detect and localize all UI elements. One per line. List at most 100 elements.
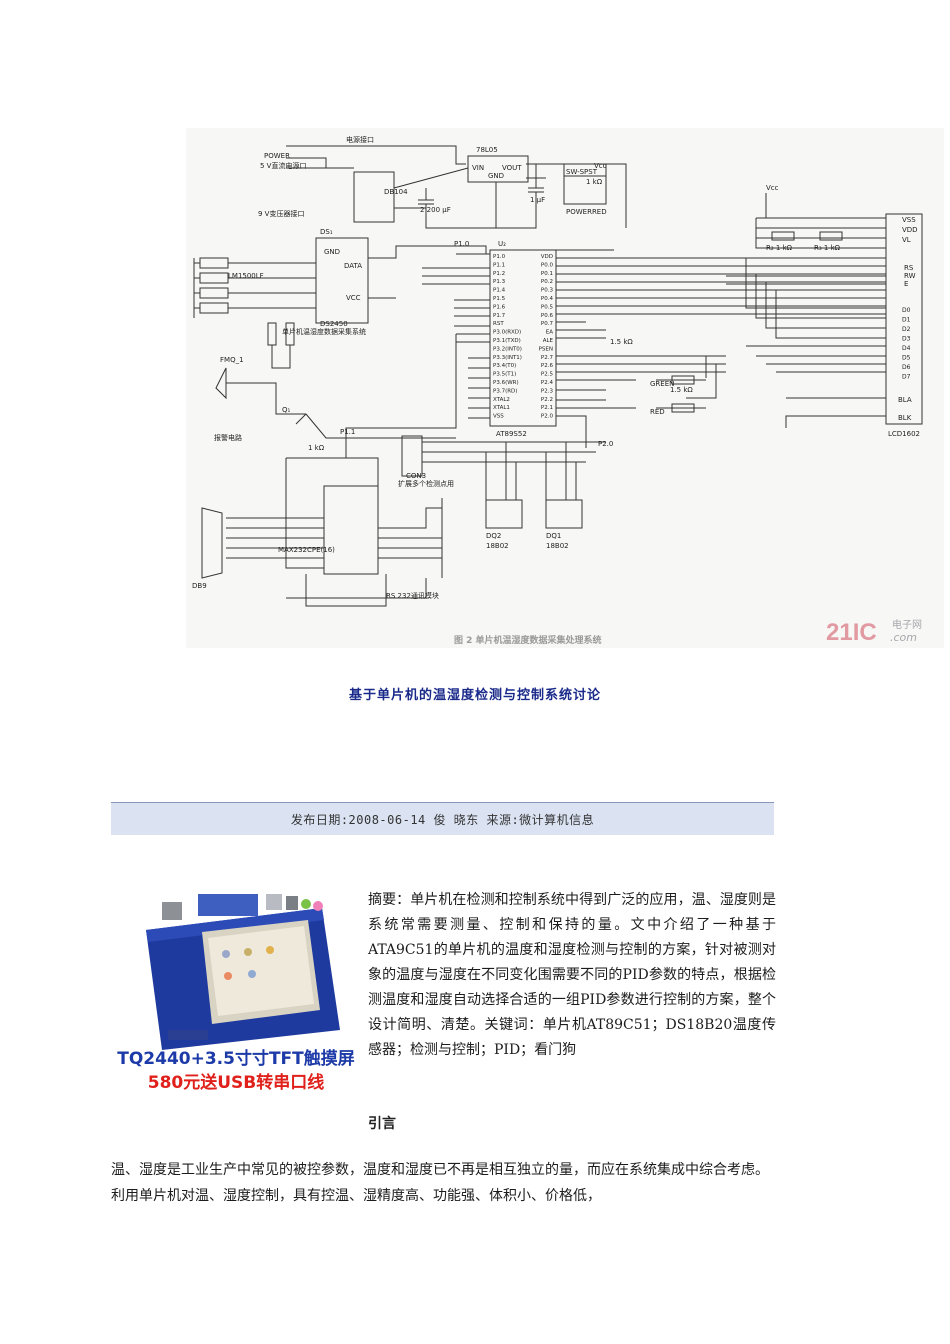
- mcu-right-pin-14: P2.5: [541, 372, 554, 378]
- abstract-text: 摘要：单片机在检测和控制系统中得到广泛的应用，温、湿度则是系统常需要测量、控制和…: [368, 892, 776, 1058]
- intro-paragraph: 温、湿度是工业生产中常见的被控参数，温度和湿度已不再是相互独立的量，而应在系统集…: [111, 1162, 769, 1204]
- lcd-data-pin-3: D3: [902, 336, 911, 343]
- mcu-left-pin-1: P1.1: [493, 262, 505, 268]
- r1k2-label: 1 kΩ: [308, 444, 325, 452]
- mcu-right-pin-1: P0.0: [541, 262, 554, 268]
- mcu-right-pin-8: P0.7: [541, 321, 554, 327]
- mcu-left-pin-6: P1.6: [493, 304, 506, 310]
- u2-label: U₂: [498, 240, 506, 248]
- power-label: POWER: [264, 152, 290, 160]
- watermark-com: .com: [890, 631, 917, 644]
- vss-label: VSS: [902, 216, 916, 224]
- watermark-logo: 21IC: [826, 619, 877, 646]
- mcu-left-pin-15: P3.6(WR): [493, 380, 519, 386]
- bla-label: BLA: [898, 396, 912, 404]
- mcu-right-pin-2: P0.1: [541, 271, 553, 277]
- sensor2-label: 18B02: [486, 542, 509, 550]
- ad-banner[interactable]: TQ2440+3.5寸寸TFT触摸屏 580元送USB转串口线: [108, 880, 364, 1095]
- e-label: E: [904, 280, 908, 288]
- mcu-left-pin-9: P3.0(RXD): [493, 330, 521, 336]
- mcu-left-pin-17: XTAL2: [493, 397, 510, 403]
- rs-label: RS: [904, 264, 914, 272]
- expand-label: 扩展多个检测点用: [398, 479, 454, 488]
- vcc-sw-label: Vcc: [594, 162, 607, 170]
- regulator-label: 78L05: [476, 146, 498, 154]
- green-label: GREEN: [650, 380, 674, 388]
- mcu-right-pin-7: P0.6: [541, 313, 554, 319]
- mcu-left-pin-10: P3.1(TXD): [493, 338, 521, 344]
- dq1-label: DQ1: [546, 532, 561, 540]
- lcd-data-pin-7: D7: [902, 374, 911, 381]
- mcu-left-pin-19: VSS: [493, 414, 504, 420]
- article-title: 基于单片机的温湿度检测与控制系统讨论: [348, 688, 601, 703]
- mcu-right-pin-19: P2.0: [541, 414, 554, 420]
- intro-heading: 引言: [368, 1116, 396, 1132]
- vdd-label: VDD: [902, 226, 918, 234]
- lcd-data-pin-4: D4: [902, 345, 911, 352]
- sensor1-label: 18B02: [546, 542, 569, 550]
- mcu-left-pin-2: P1.2: [493, 271, 505, 277]
- mcu-left-pin-18: XTAL1: [493, 405, 510, 411]
- ad-line1: TQ2440+3.5寸寸TFT触摸屏: [117, 1048, 355, 1069]
- lcd-data-pin-5: D5: [902, 355, 911, 362]
- watermark-cn: 电子网: [892, 618, 922, 631]
- mcu-right-pin-12: P2.7: [541, 355, 554, 361]
- mcu-left-pin-7: P1.7: [493, 313, 506, 319]
- gnd-ds-label: GND: [324, 248, 340, 256]
- ds-label: DS₁: [320, 228, 333, 236]
- mcu-right-pin-15: P2.4: [541, 380, 554, 386]
- ds-desc-label: 单片机温湿度数据采集系统: [282, 327, 366, 336]
- mcu-left-pin-11: P3.2(INT0): [493, 346, 522, 352]
- mcu-right-pin-11: PSEN: [539, 346, 553, 352]
- q1-label: Q₁: [282, 406, 291, 414]
- dq2-label: DQ2: [486, 532, 501, 540]
- dc5v-label: 5 V直流电源口: [260, 161, 306, 170]
- r15k-ea-label: 1.5 kΩ: [610, 338, 633, 346]
- c2200-label: 2 200 μF: [420, 206, 451, 214]
- mcu-left-pin-0: P1.0: [493, 254, 506, 260]
- mcu-right-pin-17: P2.2: [541, 397, 553, 403]
- rw-label: RW: [904, 272, 916, 280]
- blk-label: BLK: [898, 414, 912, 422]
- lcd-data-pin-0: D0: [902, 307, 911, 314]
- mcu-label: AT89S52: [496, 430, 527, 438]
- data-label: DATA: [344, 262, 362, 270]
- gnd-label: GND: [488, 172, 504, 180]
- meta-bar: 发布日期:2008-06-14 俊 晓东 来源:微计算机信息: [111, 802, 774, 835]
- r3-label: R₃ 1 kΩ: [814, 244, 841, 252]
- r15k-label: 1.5 kΩ: [670, 386, 693, 394]
- publish-info: 发布日期:2008-06-14 俊 晓东 来源:微计算机信息: [290, 813, 595, 827]
- mcu-left-pin-16: P3.7(RD): [493, 388, 517, 394]
- ad-line2: 580元送USB转串口线: [148, 1072, 325, 1093]
- mcu-right-pin-6: P0.5: [541, 304, 554, 310]
- mcu-right-pin-10: ALE: [543, 338, 554, 344]
- mcu-right-pin-3: P0.2: [541, 279, 553, 285]
- vout-label: VOUT: [502, 164, 522, 172]
- mcu-right-pin-4: P0.3: [541, 288, 554, 294]
- vin-label: VIN: [472, 164, 484, 172]
- mcu-left-pin-12: P3.3(INT1): [493, 355, 522, 361]
- mcu-left-pin-4: P1.4: [493, 288, 506, 294]
- mcu-right-pin-18: P2.1: [541, 405, 553, 411]
- p1-0-label: P1.0: [454, 240, 469, 248]
- c1uf-label: 1 μF: [530, 196, 545, 204]
- lm-label: LM1500LF: [228, 272, 264, 280]
- max232-label: MAX232CPE(16): [278, 546, 335, 554]
- vcc-ds-label: VCC: [346, 294, 361, 302]
- mcu-left-pin-14: P3.5(T1): [493, 372, 516, 378]
- mcu-right-pin-0: VDD: [541, 254, 553, 260]
- alarm-label: 报警电路: [214, 433, 242, 442]
- lcd-data-pin-6: D6: [902, 364, 911, 371]
- mcu-right-pin-5: P0.4: [541, 296, 554, 302]
- p1-1-label: P1.1: [340, 428, 355, 436]
- rs232-label: RS 232通讯模块: [386, 591, 439, 600]
- red-label: RED: [650, 408, 665, 416]
- con-label: CON3: [406, 472, 426, 480]
- lcd-data-pin-2: D2: [902, 326, 911, 333]
- mcu-right-pin-16: P2.3: [541, 388, 554, 394]
- mcu-left-pin-5: P1.5: [493, 296, 506, 302]
- mcu-left-pin-8: RST: [493, 321, 504, 327]
- powerred-label: POWERRED: [566, 208, 607, 216]
- r2-label: R₂ 1 kΩ: [766, 244, 793, 252]
- bridge-label: DB104: [384, 188, 408, 196]
